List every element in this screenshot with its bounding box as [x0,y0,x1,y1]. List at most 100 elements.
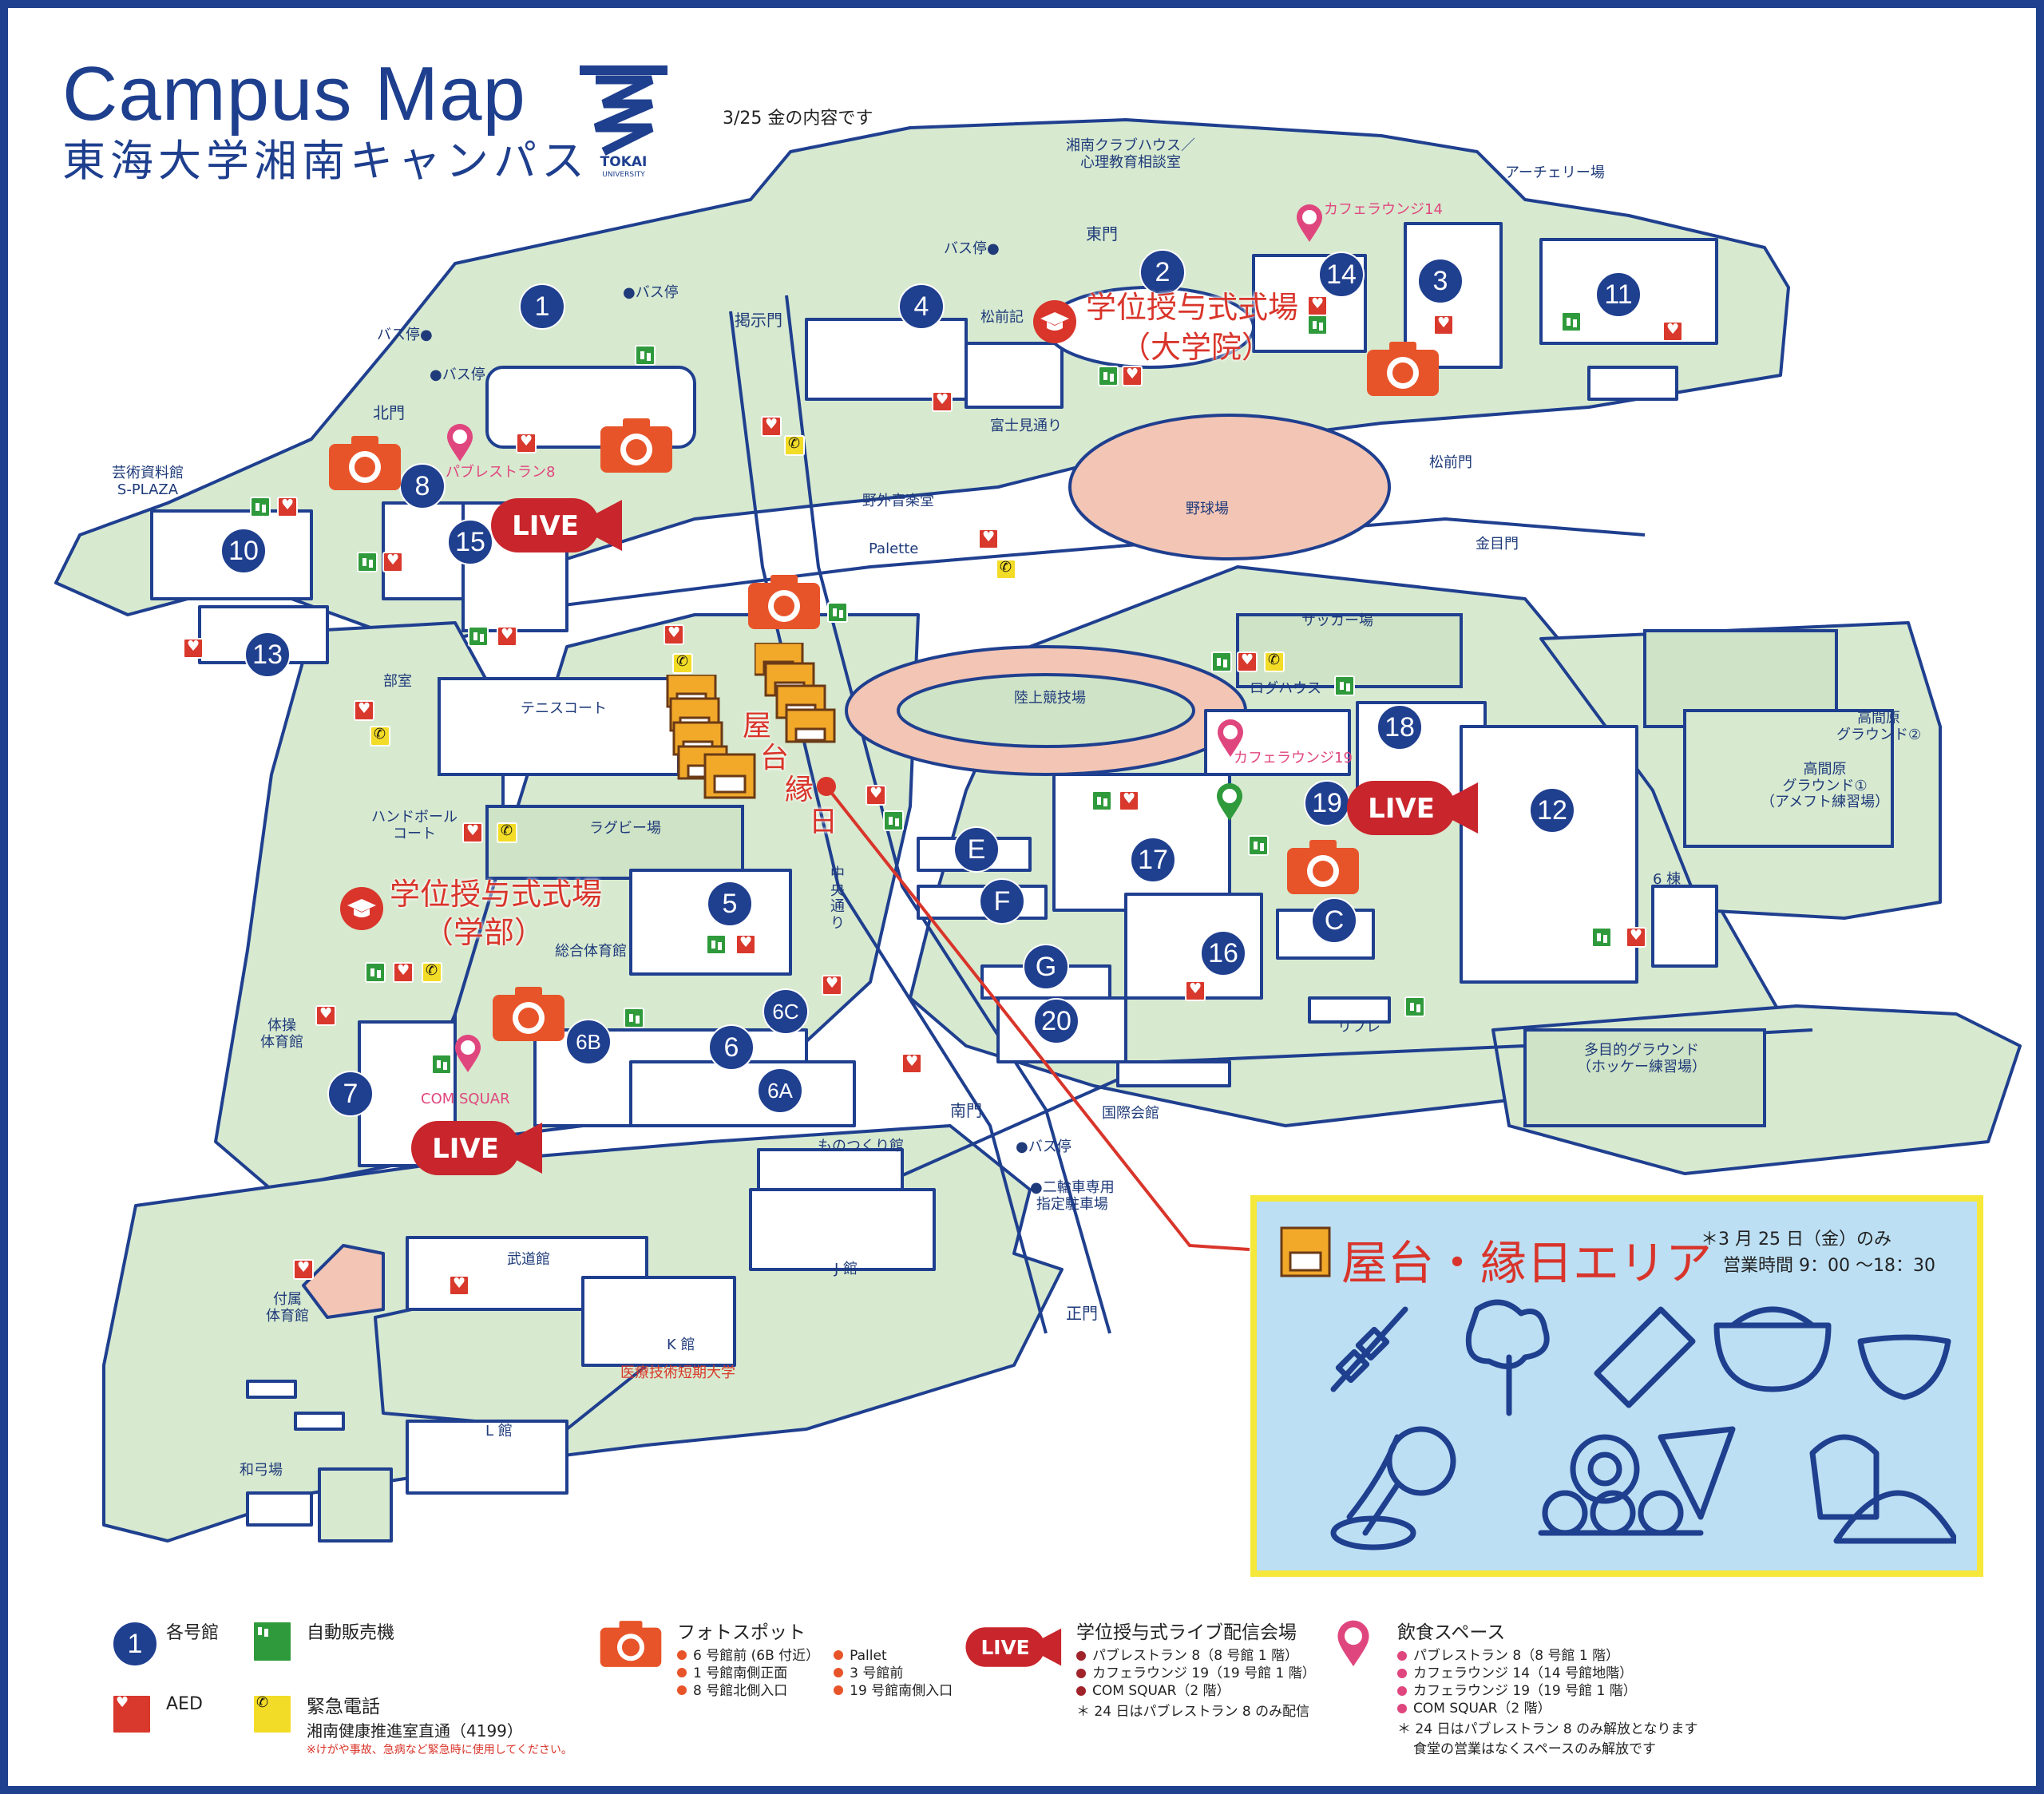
building-11[interactable]: 11 [1595,271,1642,318]
aed-icon [866,785,886,806]
building-7[interactable]: 7 [327,1071,374,1117]
legend-live-item: パブレストラン 8（8 号館 1 階） [1076,1647,1316,1665]
ceremony-undergrad-sub: （学部） [423,915,545,950]
building-3[interactable]: 3 [1417,258,1464,304]
legend-photo-item: 19 号館南側入口 [834,1682,953,1700]
building-f[interactable]: F [979,878,1025,925]
food-pin-icon[interactable] [1295,204,1324,244]
building-14[interactable]: 14 [1318,251,1365,298]
live-badge-comsquar[interactable]: LIVE [410,1118,545,1178]
label-east-gate: 東門 [1086,224,1118,244]
label-yagai: 野外音楽堂 [862,493,934,509]
date-note: 3/25 金の内容です [723,109,873,129]
label-south-gate: 南門 [950,1101,982,1120]
building-10[interactable]: 10 [220,528,267,574]
building-6a[interactable]: 6A [757,1067,803,1114]
building-g[interactable]: G [1023,944,1069,990]
label-pub8: パブレストラン8 [446,464,556,481]
aed-icon [1307,295,1328,316]
label-takamagahara-1: 高間原 グラウンド① （アメフト練習場） [1761,761,1890,811]
label-rugby: ラグビー場 [589,820,661,837]
phone-icon [672,653,693,674]
building-1[interactable]: 1 [519,283,565,330]
ticket-pin-icon[interactable] [1215,782,1244,822]
aed-icon [932,391,953,412]
camera-icon[interactable] [747,573,822,631]
aed-icon [735,934,756,955]
label-seimon: 正門 [1066,1304,1098,1323]
aed-icon [354,700,374,721]
live-badge-cafe19[interactable]: LIVE [1345,778,1481,838]
aed-icon [1626,927,1646,948]
aed-icon [1662,321,1683,342]
label-art: 芸術資料館 S-PLAZA [112,465,184,498]
building-12[interactable]: 12 [1529,787,1575,834]
food-pin-icon[interactable] [454,1034,482,1074]
legend-food-item: パブレストラン 8（8 号館 1 階） [1397,1647,1698,1665]
label-taiso: 体操 体育館 [260,1017,303,1051]
building-6c[interactable]: 6C [763,988,809,1035]
building-17[interactable]: 17 [1130,837,1176,883]
building-18[interactable]: 18 [1377,704,1423,750]
aed-icon [497,626,517,647]
vending-icon [624,1008,644,1028]
live-text: LIVE [432,1133,499,1165]
label-bus-5: ●バス停 [1016,1139,1072,1155]
label-tennis: テニスコート [521,700,607,717]
food-pin-icon[interactable] [446,423,474,463]
camera-icon[interactable] [1285,838,1361,896]
live-badge-pub8[interactable]: LIVE [489,495,625,556]
building-19[interactable]: 19 [1304,780,1350,826]
vending-icon [1334,675,1355,696]
building-15[interactable]: 15 [447,519,493,565]
svg-text:UNIVERSITY: UNIVERSITY [602,171,645,179]
legend-aed-icon [112,1694,152,1734]
tokai-logo: TOKAI UNIVERSITY [580,65,667,179]
legend-live-note: ＊ 24 日はパブレストラン 8 のみ配信 [1076,1704,1310,1721]
vending-icon [468,626,489,647]
label-refure: リフレ [1337,1019,1380,1036]
camera-icon[interactable] [491,985,566,1043]
aed-icon [462,822,483,843]
building-2[interactable]: 2 [1139,249,1186,295]
building-6b[interactable]: 6B [565,1019,612,1065]
legend-camera-icon [600,1621,662,1667]
label-soccer: サッカー場 [1301,612,1373,629]
building-5[interactable]: 5 [707,881,753,927]
phone-icon [996,559,1016,580]
camera-icon[interactable] [599,417,674,474]
stall-icons-right [755,643,836,743]
yatai-note-hours: 営業時間 9：00 ～18：30 [1723,1256,1935,1276]
vending-icon [357,552,378,572]
legend-live-item: カフェラウンジ 19（19 号館 1 階） [1076,1665,1316,1682]
stall-label-4: 日 [809,806,838,838]
legend-photo-title: フォトスポット [677,1622,806,1643]
label-bus-3: バス停● [377,327,433,343]
legend-photo-item: 6 号館前 (6B 付近） [677,1647,819,1665]
building-4[interactable]: 4 [898,283,945,330]
building-e[interactable]: E [953,826,1000,873]
label-kinmon: 金目門 [1476,536,1519,552]
vending-icon [1248,835,1269,856]
legend-photo-item: 3 号館前 [834,1665,953,1682]
building-13[interactable]: 13 [244,632,291,678]
label-takamagahara-2: 高間原 グラウンド② [1836,710,1922,743]
building-8[interactable]: 8 [399,463,446,509]
building-20[interactable]: 20 [1033,998,1079,1044]
legend-food-title: 飲食スペース [1397,1622,1506,1643]
building-16[interactable]: 16 [1200,930,1246,976]
camera-icon[interactable] [1365,340,1440,398]
building-c[interactable]: C [1311,897,1357,944]
food-pin-icon[interactable] [1216,719,1245,758]
aed-icon [1119,790,1139,811]
aed-icon [978,529,999,549]
ceremony-graduate-title: 学位授与式式場 [1086,290,1299,325]
label-kokusai: 国際会館 [1102,1105,1159,1122]
label-palette: Palette [869,541,919,557]
building-6[interactable]: 6 [708,1024,755,1071]
label-comsquar: COM SQUAR [421,1091,510,1107]
camera-icon[interactable] [327,434,402,492]
aed-icon [449,1275,469,1296]
legend-building-icon: 1 [112,1621,158,1667]
